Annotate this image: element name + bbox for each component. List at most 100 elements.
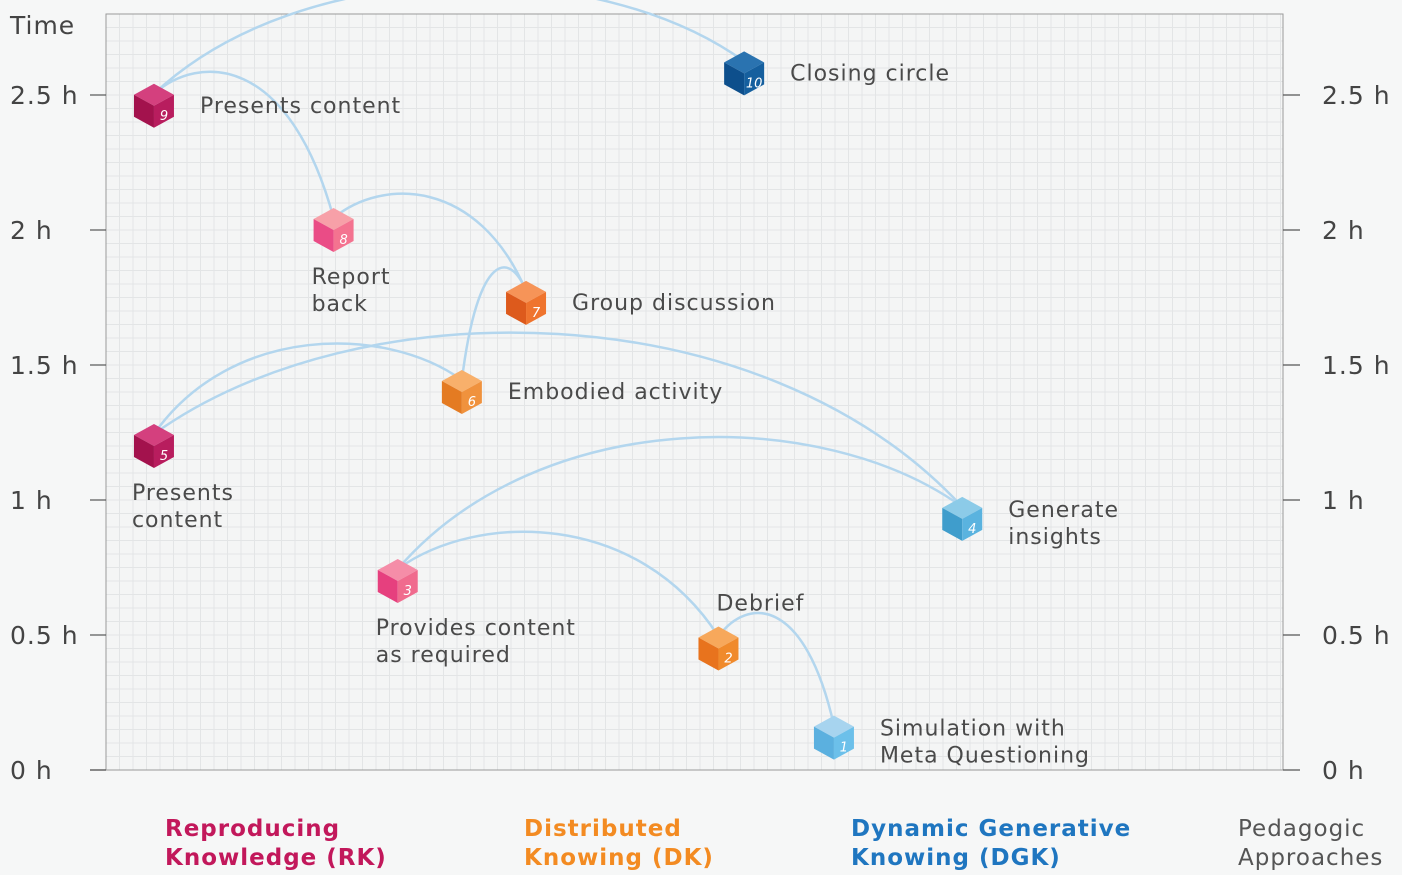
activity-label-line: Presents <box>132 481 234 506</box>
category-label-line: Knowing (DGK) <box>851 845 1061 871</box>
y-tick-label-right: 2 h <box>1322 216 1365 245</box>
cube-right-face <box>153 94 174 128</box>
cube-left-face <box>813 726 834 760</box>
activity-label-line: Generate <box>1008 498 1119 523</box>
cube-right-face <box>744 62 765 96</box>
cube-left-face <box>698 637 719 671</box>
y-tick-label-left: 2 h <box>10 216 53 245</box>
cube-right-face <box>333 219 354 252</box>
connector-line <box>332 192 528 292</box>
activity-label-line: Meta Questioning <box>880 744 1090 769</box>
cube-number: 5 <box>160 449 168 464</box>
cube-number: 10 <box>746 76 763 91</box>
cube-number: 4 <box>968 522 976 537</box>
cube-left-face <box>506 291 527 325</box>
category-label-line: Knowing (DK) <box>524 845 714 871</box>
activity-label-line: Debrief <box>716 592 804 617</box>
connector-line <box>717 611 836 726</box>
y-tick-label-right: 0.5 h <box>1322 621 1391 650</box>
y-tick-label-right: 2.5 h <box>1322 81 1391 110</box>
x-axis-title-line: Approaches <box>1238 845 1383 871</box>
cube-right-face <box>833 726 854 760</box>
cube-right-face <box>461 381 482 414</box>
activity-label: Presents content <box>200 94 401 119</box>
connector-line <box>152 342 463 435</box>
cube-number: 6 <box>468 395 476 410</box>
y-tick-label-right: 0 h <box>1322 756 1365 785</box>
cube-number: 9 <box>160 109 168 124</box>
y-tick-label-left: 0 h <box>10 756 53 785</box>
activity-label-line: content <box>132 508 223 533</box>
activity-label-line: Presents content <box>200 94 401 119</box>
grid <box>105 13 1284 771</box>
cube-number: 1 <box>840 741 848 756</box>
cube-left-face <box>313 219 334 252</box>
category-label-line: Reproducing <box>165 816 340 842</box>
cube-right-face <box>397 570 418 603</box>
activity-label: Embodied activity <box>508 380 723 405</box>
activity-label: Closing circle <box>790 61 950 86</box>
y-tick-label-right: 1.5 h <box>1322 351 1391 380</box>
activity-point-10: 10 Closing circle <box>724 51 950 96</box>
y-tick-label-right: 1 h <box>1322 486 1365 515</box>
cube-number: 3 <box>404 584 412 599</box>
category-label-line: Dynamic Generative <box>851 816 1131 842</box>
axes: Time 0 h 0 h 0.5 h 0.5 h 1 h 1 h 1.5 h 1.5 h 2 h 2… <box>9 11 1391 785</box>
y-tick-label-left: 1 h <box>10 486 53 515</box>
cube-number: 8 <box>339 233 347 248</box>
activity-point-9: 9 Presents content <box>133 83 401 128</box>
connector-line <box>153 0 745 95</box>
connectors <box>152 0 964 726</box>
category-label-line: Distributed <box>524 816 682 842</box>
cube-left-face <box>133 435 154 468</box>
connector-line <box>397 530 720 638</box>
y-tick-label-left: 0.5 h <box>10 621 79 650</box>
activity-label-line: Closing circle <box>790 61 950 86</box>
activity-point-6: 6 Embodied activity <box>441 370 723 414</box>
cube-right-face <box>962 507 983 541</box>
cube-top <box>942 496 983 519</box>
activity-label-line: Embodied activity <box>508 380 723 405</box>
activity-point-2: 2 Debrief <box>698 592 804 671</box>
connector-line <box>396 435 963 570</box>
activity-label-line: insights <box>1008 525 1102 550</box>
cube-left-face <box>133 94 154 128</box>
activity-label-line: Report <box>312 265 391 290</box>
cube-left-face <box>441 381 462 414</box>
activity-label-line: Provides content <box>376 616 576 641</box>
category-label-line: Knowledge (RK) <box>165 845 387 871</box>
y-tick-label-left: 1.5 h <box>10 351 79 380</box>
plot-frame <box>105 13 1284 771</box>
cube-left-face <box>724 62 745 96</box>
cube-number: 2 <box>724 652 732 667</box>
activity-label-line: Simulation with <box>880 717 1066 742</box>
cube-right-face <box>153 435 174 468</box>
x-axis-title-line: Pedagogic <box>1238 816 1365 842</box>
cube-number: 7 <box>532 306 541 321</box>
cube-left-face <box>377 570 398 603</box>
connector-line <box>153 331 964 508</box>
y-axis-title: Time <box>9 11 75 40</box>
connector-line <box>153 70 335 219</box>
activity-label-line: as required <box>376 643 511 668</box>
cube-right-face <box>718 637 739 671</box>
